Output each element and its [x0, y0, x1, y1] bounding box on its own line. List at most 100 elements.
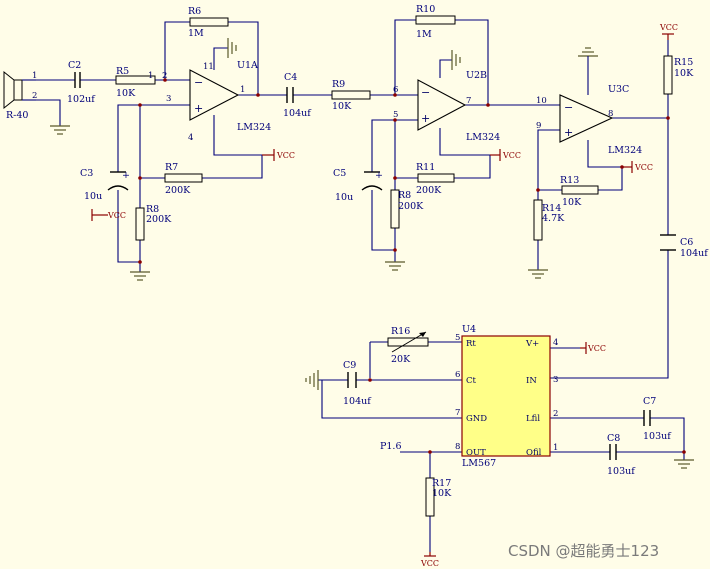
u4-pin-ct-num: 6	[455, 370, 460, 380]
u4-pin-rt-num: 5	[455, 333, 460, 343]
u3c-pin-out: 8	[608, 109, 613, 119]
r14-value: 4.7K	[542, 213, 565, 224]
r13-ref: R13	[560, 175, 579, 186]
capacitor-c2: C2 102uf	[67, 60, 96, 105]
u4-pin-in-name: IN	[526, 376, 537, 386]
c9-value: 104uf	[343, 396, 372, 407]
u1a-part: LM324	[237, 122, 271, 133]
r17-ref: R17	[432, 478, 451, 489]
u3c-pin-plus: 9	[536, 121, 541, 131]
capacitor-c6: C6 104uf	[660, 234, 709, 259]
u2b-part: LM324	[466, 132, 500, 143]
r10-value: 1M	[416, 29, 432, 40]
resistor-r17: R17 10K	[425, 477, 452, 517]
vcc-label-c3: VCC	[107, 211, 126, 220]
u3c-pin-minus: 10	[536, 96, 547, 106]
resistor-r15: R15 10K	[663, 55, 694, 95]
u4-pin-ct-name: Ct	[466, 376, 477, 386]
u1a-pin-plus: 3	[166, 94, 171, 104]
u3c-part: LM324	[608, 145, 642, 156]
u4-part: LM567	[462, 458, 496, 469]
r7-value: 200K	[165, 185, 191, 196]
u4-pin-vplus-num: 4	[553, 338, 558, 348]
c2-value: 102uf	[67, 94, 96, 105]
u4-pin-in-num: 3	[553, 375, 558, 385]
u1a-pin-vn: 4	[188, 133, 193, 143]
u1a-minus-sign: −	[194, 76, 203, 89]
u1a-pin-vp: 11	[203, 62, 214, 72]
u1a-pin-out: 1	[240, 85, 245, 95]
capacitor-c5: + C5 10u	[333, 168, 383, 203]
c4-ref: C4	[284, 72, 297, 83]
net-label-p16: P1.6	[380, 441, 402, 452]
opamp-u1a: − + U1A LM324 1 3 11 4	[166, 60, 271, 143]
vcc-label-u1a: VCC	[276, 151, 295, 160]
u4-pin-vplus-name: V+	[525, 339, 539, 349]
u4-pin-ofil-num: 1	[553, 443, 558, 453]
u2b-pin-plus: 5	[393, 110, 398, 120]
opamp-u3c: − + U3C LM324 8 10 9	[536, 84, 642, 156]
u1a-ref: U1A	[237, 60, 258, 71]
mic-pin-2: 2	[32, 91, 37, 101]
resistor-r11: R11 200K	[416, 162, 455, 196]
r5-pin-out: 2	[162, 71, 167, 81]
u4-pin-lfil-num: 2	[553, 409, 558, 419]
u2b-minus-sign: −	[421, 86, 430, 99]
r15-ref: R15	[674, 57, 693, 68]
ic-u4-lm567: U4 LM567 Rt 5 Ct 6 GND 7 OUT 8 V+ 4 IN 3…	[455, 324, 558, 469]
r8a-ref: R8	[146, 204, 159, 215]
capacitor-c9: C9 104uf	[343, 360, 372, 407]
opamp-u2b: − + U2B LM324 7 6 5	[393, 70, 500, 143]
vcc-label-u2b: VCC	[502, 151, 521, 160]
c5-value: 10u	[335, 192, 353, 203]
microphone-r40: R-40 1 2	[3, 70, 37, 121]
wires	[36, 19, 685, 552]
u4-ref: U4	[462, 324, 476, 335]
u3c-plus-sign: +	[564, 126, 573, 139]
r6-value: 1M	[188, 28, 204, 39]
vcc-symbols: VCC VCC VCC VCC VCC VCC VCC	[91, 23, 678, 568]
r8b-value: 200K	[398, 201, 424, 212]
c2-ref: C2	[68, 60, 81, 71]
u4-pin-out-name: OUT	[466, 448, 486, 458]
c5-ref: C5	[333, 168, 346, 179]
resistor-r8-stage2: R8 200K	[390, 189, 424, 229]
mic-ref: R-40	[6, 110, 28, 121]
r9-ref: R9	[332, 79, 345, 90]
u2b-ref: U2B	[466, 70, 487, 81]
junctions	[138, 78, 686, 454]
c8-value: 103uf	[607, 466, 636, 477]
r6-ref: R6	[188, 6, 201, 17]
u4-pin-out-num: 8	[455, 442, 460, 452]
r11-value: 200K	[416, 185, 442, 196]
resistor-r13: R13 10K	[560, 175, 599, 208]
u2b-plus-sign: +	[421, 112, 430, 125]
c7-ref: C7	[643, 396, 656, 407]
vcc-label-u3c: VCC	[634, 163, 653, 172]
mic-pin-1: 1	[32, 71, 37, 81]
r9-value: 10K	[332, 101, 352, 112]
c6-value: 104uf	[680, 248, 709, 259]
capacitor-c8: C8 103uf	[607, 433, 636, 477]
c8-ref: C8	[607, 433, 620, 444]
vcc-label-u4: VCC	[587, 344, 606, 353]
resistor-r9: R9 10K	[331, 79, 371, 112]
c9-ref: C9	[343, 360, 356, 371]
u4-pin-gnd-name: GND	[466, 414, 487, 424]
r15-value: 10K	[674, 68, 694, 79]
capacitor-c3: + C3 10u	[80, 168, 130, 202]
r5-pin-in: 1	[148, 71, 153, 81]
resistor-r14: R14 4.7K	[533, 199, 565, 241]
c5-plus: +	[375, 170, 383, 181]
r8a-value: 200K	[146, 214, 172, 225]
c7-value: 103uf	[643, 431, 672, 442]
vcc-label-r15: VCC	[659, 23, 678, 32]
resistor-r8-stage1: R8 200K	[135, 204, 172, 241]
c4-value: 104uf	[283, 108, 312, 119]
r11-ref: R11	[416, 162, 435, 173]
c3-value: 10u	[84, 191, 102, 202]
r5-value: 10K	[116, 88, 136, 99]
resistor-r10: R10 1M	[415, 4, 456, 40]
r17-value: 10K	[432, 488, 452, 499]
u2b-pin-out: 7	[466, 96, 471, 106]
